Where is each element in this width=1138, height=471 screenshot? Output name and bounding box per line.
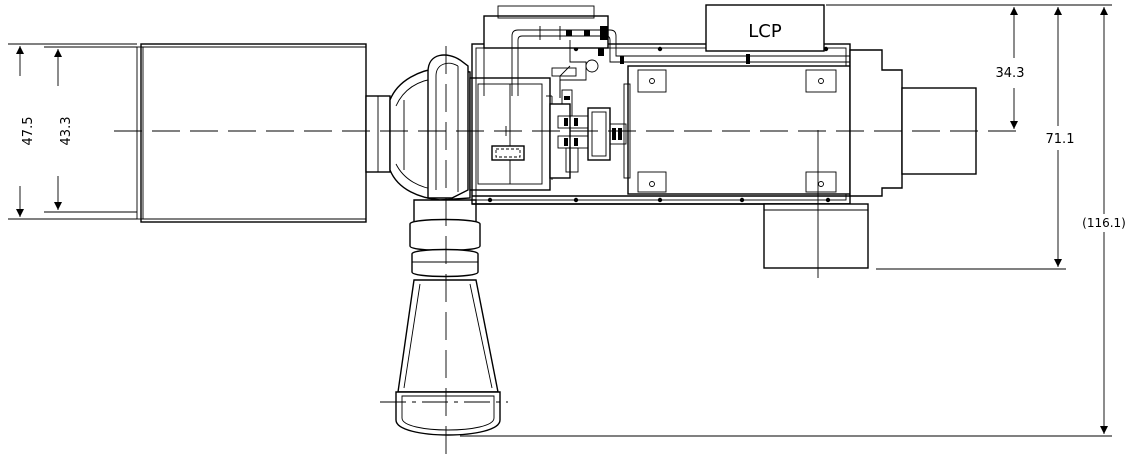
lcp-label: LCP xyxy=(748,21,782,42)
dimension-inlet-inner: 43.3 xyxy=(44,46,137,213)
dimension-overall-height: 71.1 xyxy=(876,7,1075,270)
main-module xyxy=(623,49,977,269)
dim-centerline-to-top-value: 34.3 xyxy=(996,66,1025,81)
compressor-volute xyxy=(389,54,551,201)
dim-inlet-outer-value: 47.5 xyxy=(21,117,36,146)
dimension-overall-with-stack: (116.1) xyxy=(460,7,1126,437)
lcp-panel: LCP xyxy=(705,4,825,52)
inlet-silencer xyxy=(136,43,391,223)
dim-overall-height-value: 71.1 xyxy=(1046,132,1075,147)
dim-overall-with-stack-value: (116.1) xyxy=(1082,216,1126,230)
centerlines xyxy=(114,46,1020,460)
dim-inlet-inner-value: 43.3 xyxy=(59,117,74,146)
discharge-stack xyxy=(395,199,501,436)
piping xyxy=(511,26,852,180)
dimension-inlet-outer: 47.5 xyxy=(8,43,137,220)
dimension-centerline-to-top: 34.3 xyxy=(826,4,1112,129)
